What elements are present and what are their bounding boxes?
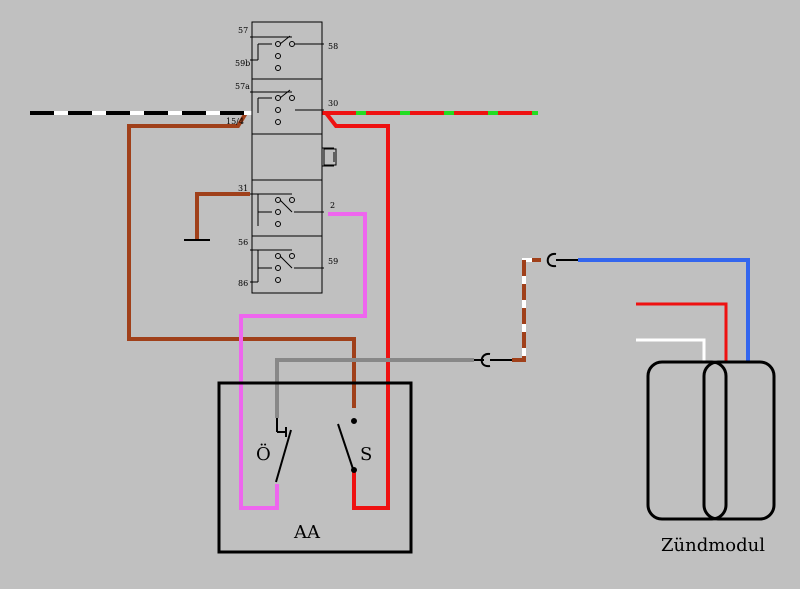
switch-o-label: Ö <box>256 442 271 465</box>
pin-label-57a: 57a <box>235 82 250 91</box>
wire-brown-white <box>512 258 541 362</box>
wire-red-module <box>636 302 728 362</box>
wire-pink-2 <box>239 212 367 510</box>
relay-contact-4 <box>250 249 324 283</box>
wire-brown-white-bg <box>512 258 541 362</box>
pin-label-59: 59 <box>328 257 338 266</box>
switch-s-label: S <box>360 444 372 465</box>
pin-label-86: 86 <box>238 279 248 288</box>
wire-blue <box>578 258 750 362</box>
pin-label-58: 58 <box>328 42 338 51</box>
pin-label-30: 30 <box>328 99 338 108</box>
module-right-block <box>702 360 776 521</box>
relay-contact-1 <box>250 35 324 71</box>
wire-gray <box>275 358 474 418</box>
switch-o <box>275 418 292 483</box>
switch-box <box>217 381 413 554</box>
connector-upper <box>546 252 557 268</box>
relay-contact-2 <box>250 89 324 125</box>
pin-label-2: 2 <box>330 201 335 210</box>
wire-brown-ground-31 <box>195 192 250 240</box>
pin-label-56: 56 <box>238 238 248 247</box>
pin-label-57: 57 <box>238 26 248 35</box>
pin-label-59b: 59b <box>235 59 250 68</box>
pin-label-31: 31 <box>238 184 248 193</box>
relay-coil <box>322 147 337 167</box>
wire-brown-15-4 <box>127 111 356 408</box>
switch-box-label: AA <box>293 522 321 543</box>
relay-contact-3 <box>250 193 324 227</box>
module-left-block <box>646 360 728 521</box>
relay-box <box>251 21 323 294</box>
pin-label-15-4: 15/4 <box>226 117 244 126</box>
wire-red-30 <box>324 111 390 510</box>
module-label: Zündmodul <box>661 535 765 556</box>
switch-s <box>337 418 357 473</box>
wire-white-module <box>636 338 706 362</box>
